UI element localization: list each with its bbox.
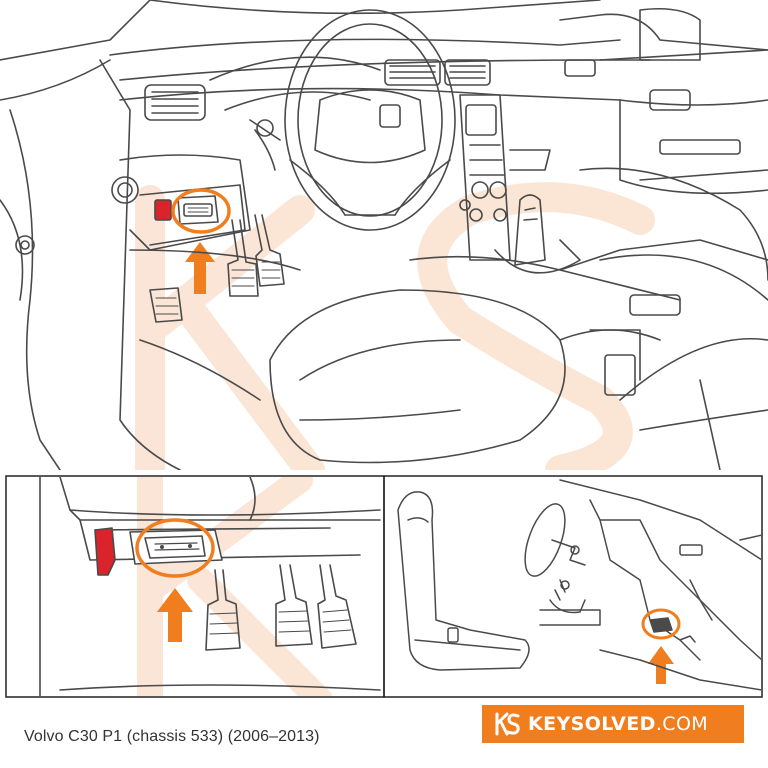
vehicle-caption: Volvo C30 P1 (chassis 533) (2006–2013)	[24, 728, 320, 745]
arrow-up-icon	[648, 646, 674, 684]
side-view	[397, 479, 761, 691]
close-up-view	[39, 477, 381, 696]
obd-port-icon	[129, 529, 223, 565]
interior-main-view	[0, 0, 768, 470]
brand-name: KEYSOLVED.COM	[528, 713, 708, 735]
obd-port-icon	[177, 195, 219, 225]
arrow-up-icon	[157, 588, 193, 642]
logo-ks-icon	[495, 712, 520, 736]
brand-name-suffix: .COM	[655, 713, 709, 735]
watermark-ks	[135, 182, 655, 470]
right-inset-frame	[383, 475, 763, 698]
brand-banner[interactable]: KEYSOLVED.COM	[482, 705, 744, 743]
brand-name-bold: KEYSOLVED	[528, 713, 656, 735]
arrow-up-icon	[185, 242, 215, 294]
